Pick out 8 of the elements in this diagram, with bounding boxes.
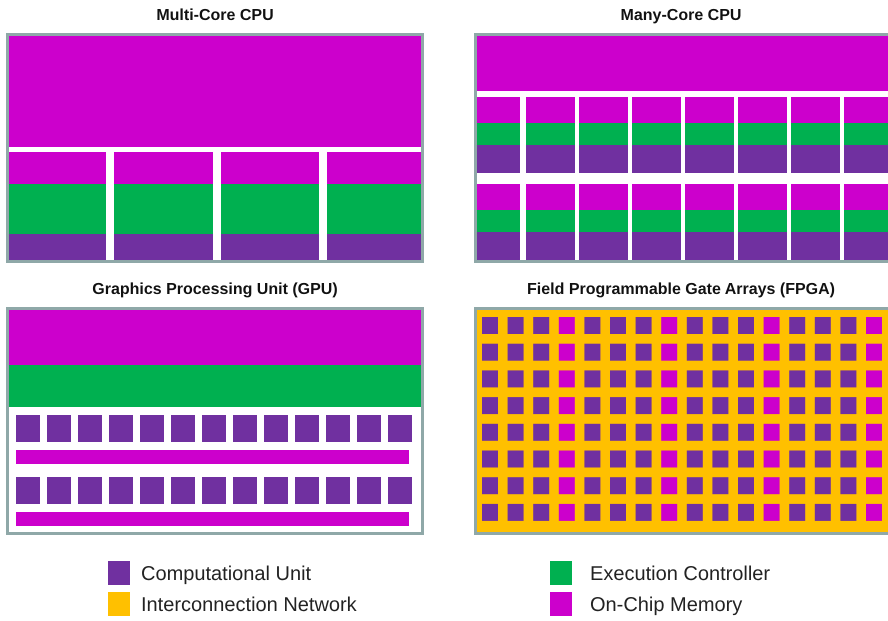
panel-title: Graphics Processing Unit (GPU) bbox=[91, 281, 339, 299]
legend-label: Interconnection Network bbox=[141, 593, 357, 617]
panel-title: Multi-Core CPU bbox=[155, 7, 275, 25]
panel-title: Many-Core CPU bbox=[620, 7, 742, 25]
legend-label: Computational Unit bbox=[141, 562, 312, 586]
legend-label: Execution Controller bbox=[590, 562, 770, 586]
panel-title: Field Programmable Gate Arrays (FPGA) bbox=[526, 281, 836, 299]
legend-label: On-Chip Memory bbox=[590, 593, 742, 617]
